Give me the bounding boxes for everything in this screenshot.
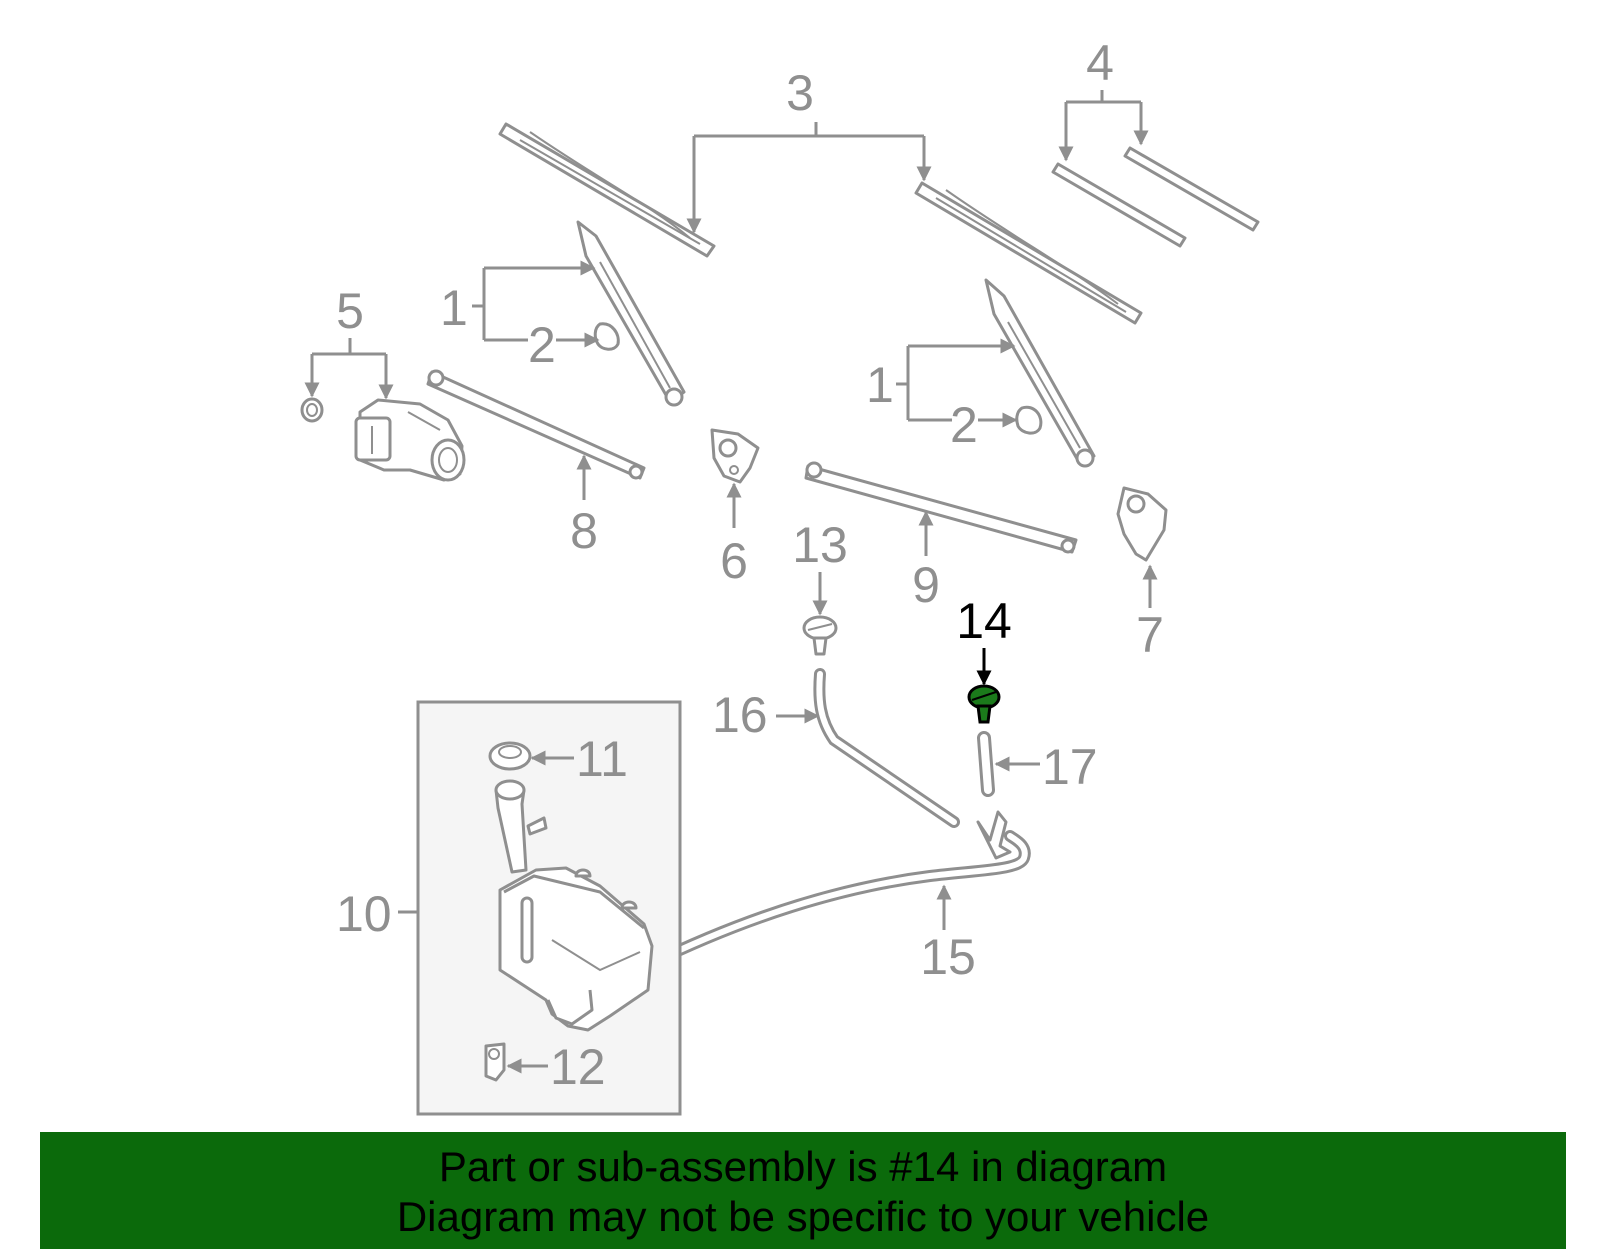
callout-7: 7 — [1136, 564, 1164, 663]
reservoir-grommet — [484, 1042, 506, 1082]
linkage-rod-right — [804, 461, 1078, 554]
arm-cap-left — [593, 322, 620, 351]
callout-2-left-label: 2 — [528, 317, 556, 373]
washer-nozzle-13 — [802, 615, 838, 656]
callout-17: 17 — [994, 739, 1098, 795]
callout-10-label: 10 — [336, 886, 392, 942]
blade-refill-right — [1123, 146, 1260, 232]
motor-grommet — [300, 397, 324, 423]
callout-1-left: 1 — [440, 260, 596, 342]
callout-2-right-label: 2 — [950, 397, 978, 453]
callout-13: 13 — [792, 517, 848, 616]
callout-5: 5 — [304, 283, 394, 400]
washer-nozzle-14 — [967, 684, 1001, 724]
callout-7-label: 7 — [1136, 607, 1164, 663]
callout-11-label: 11 — [576, 731, 628, 787]
wiper-blade-right — [914, 181, 1143, 325]
callout-6-label: 6 — [720, 533, 748, 589]
wiper-blade-left — [498, 122, 716, 258]
wiper-arm-right — [984, 278, 1096, 468]
wiper-arm-left — [576, 220, 686, 407]
washer-reservoir-tank — [494, 779, 654, 1032]
callout-9: 9 — [912, 510, 940, 613]
wiper-motor — [354, 398, 466, 482]
callout-14: 14 — [956, 593, 1012, 686]
callout-5-label: 5 — [336, 283, 364, 339]
callout-10: 10 — [336, 886, 418, 942]
pivot-left — [710, 428, 760, 484]
callout-13-label: 13 — [792, 517, 848, 573]
callout-4: 4 — [1058, 35, 1149, 162]
callout-6: 6 — [720, 482, 748, 589]
callout-17-label: 17 — [1042, 739, 1098, 795]
footer-line-2: Diagram may not be specific to your vehi… — [396, 1193, 1210, 1240]
callout-4-label: 4 — [1086, 35, 1114, 91]
callout-15-label: 15 — [920, 929, 976, 985]
callout-1-right: 1 — [866, 338, 1016, 422]
reservoir-assembly-box — [416, 700, 682, 1116]
callout-8-label: 8 — [570, 503, 598, 559]
washer-hose-15 — [644, 810, 1031, 970]
callout-8: 8 — [570, 454, 598, 559]
callout-12-label: 12 — [550, 1039, 606, 1095]
callout-16-label: 16 — [712, 687, 768, 743]
arm-cap-right — [1015, 405, 1043, 435]
callout-16: 16 — [712, 687, 820, 743]
washer-hose-16 — [813, 668, 960, 828]
callout-15: 15 — [920, 884, 976, 985]
callout-1-right-label: 1 — [866, 357, 894, 413]
footer-text: Part or sub-assembly is #14 in diagram D… — [40, 1142, 1566, 1242]
washer-hose-17 — [977, 731, 995, 797]
callout-9-label: 9 — [912, 557, 940, 613]
callout-1-left-label: 1 — [440, 280, 468, 336]
pivot-right — [1116, 486, 1168, 562]
callout-14-label: 14 — [956, 593, 1012, 649]
blade-refill-left — [1051, 162, 1187, 248]
callout-11: 11 — [530, 731, 628, 787]
footer-line-1: Part or sub-assembly is #14 in diagram — [438, 1143, 1168, 1190]
callout-2-right: 2 — [950, 397, 1018, 453]
footer-banner: Part or sub-assembly is #14 in diagram D… — [40, 1132, 1566, 1249]
callout-3: 3 — [686, 65, 932, 234]
callout-3-label: 3 — [786, 65, 814, 121]
callout-12: 12 — [506, 1039, 606, 1095]
callout-2-left: 2 — [528, 317, 600, 373]
reservoir-cap — [488, 741, 532, 771]
linkage-rod-left — [426, 369, 646, 480]
